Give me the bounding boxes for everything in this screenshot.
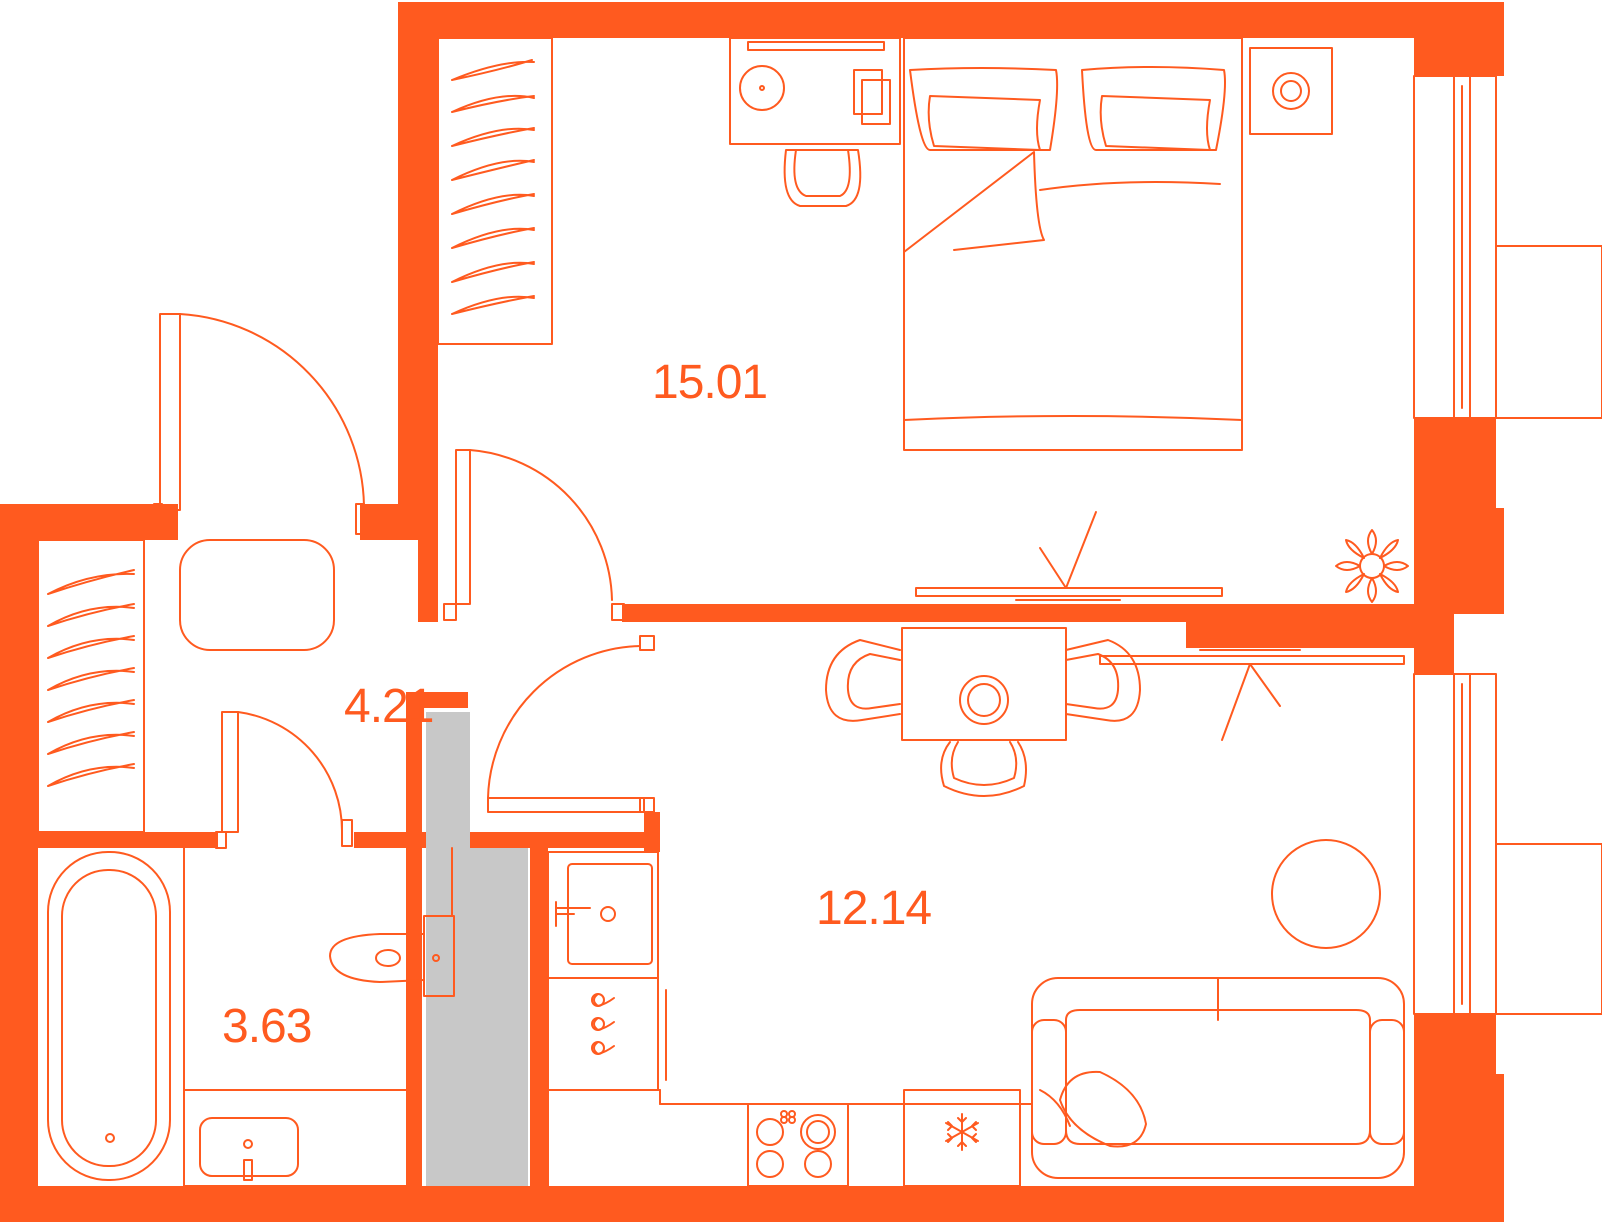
furniture (37, 37, 1409, 1187)
snowflake-icon (945, 1113, 979, 1151)
fridge (903, 1089, 1021, 1187)
kitchen-cabinet (547, 977, 667, 1091)
bathroom-sink (183, 1089, 409, 1187)
toilet (329, 915, 455, 997)
walls (0, 2, 1504, 1222)
bedroom-wardrobe (437, 37, 553, 345)
kitchen-living-area-label: 12.14 (816, 882, 931, 935)
hallway-rug (179, 539, 335, 651)
stove (747, 1103, 849, 1187)
bedroom-area-label: 15.01 (652, 356, 767, 409)
round-table (1271, 839, 1381, 949)
bathroom-area-label: 3.63 (222, 1000, 311, 1053)
hallway-area-label: 4.21 (344, 680, 433, 733)
flower-icon (1335, 529, 1409, 603)
windows (1413, 75, 1602, 1015)
hallway-wardrobe (37, 539, 145, 833)
kitchen-tv (1099, 649, 1405, 741)
sofa (1031, 977, 1405, 1179)
kitchen-sink (547, 851, 659, 979)
utility-shaft (426, 712, 528, 1186)
desk (729, 37, 901, 207)
double-bed (903, 37, 1333, 451)
dining-table (825, 627, 1141, 797)
bathtub (47, 851, 171, 1181)
bedroom-tv (915, 511, 1223, 601)
doors (153, 313, 655, 849)
